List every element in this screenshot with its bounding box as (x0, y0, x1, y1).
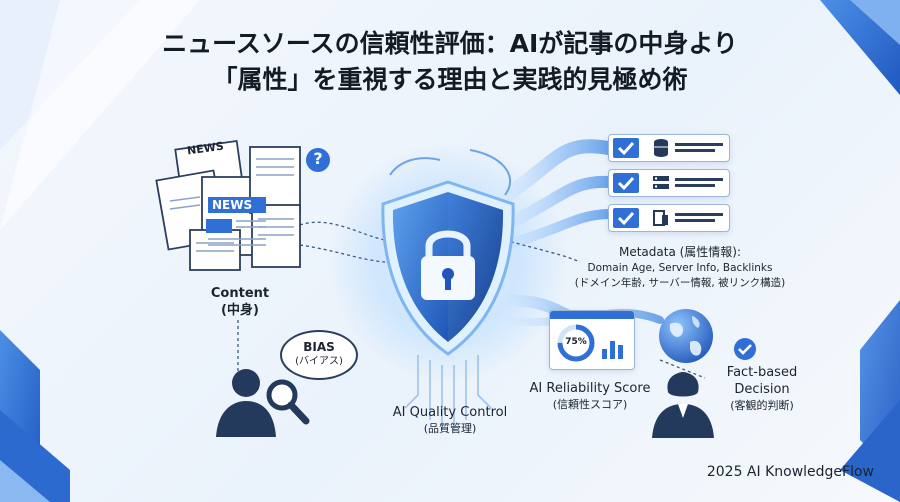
person-icon (216, 369, 310, 437)
metadata-row-2 (608, 169, 730, 197)
quality-label: AI Quality Control (品質管理) (370, 404, 530, 436)
content-label: Content (中身) (200, 285, 280, 319)
bias-bubble: BIAS (バイアス) (280, 330, 358, 380)
globe-icon (659, 309, 713, 363)
checkbox-icon (613, 138, 639, 158)
newspaper-icon (155, 140, 301, 271)
dashboard-icon (557, 324, 623, 362)
decision-label: Fact-based Decision (客観的判断) (712, 364, 812, 413)
magnifier-icon (266, 379, 310, 425)
checkbox-icon (613, 173, 639, 193)
content-title: Content (210, 286, 270, 301)
metadata-row-3 (608, 204, 730, 232)
metadata-title: Metadata (属性情報): (618, 245, 742, 259)
score-subtitle: (信頼性スコア) (552, 398, 628, 411)
content-subtitle: (中身) (221, 303, 259, 318)
database-icon (654, 139, 668, 157)
question-icon (306, 148, 330, 172)
quality-subtitle: (品質管理) (423, 422, 477, 435)
checkbox-icon (613, 208, 639, 228)
check-icon (734, 338, 756, 360)
question-mark: ? (313, 149, 323, 168)
metadata-details-jp: (ドメイン年齢, サーバー情報, 被リンク構造) (574, 277, 786, 289)
shield-lock-icon (381, 180, 515, 356)
title-line-2: 「属性」を重視する理由と実践的見極め術 (212, 65, 688, 94)
bias-sublabel: (バイアス) (295, 356, 343, 367)
news-badge-front: NEWS (212, 198, 253, 212)
metadata-details: Domain Age, Server Info, Backlinks (587, 262, 773, 274)
title-line-1: ニュースソースの信頼性評価：AIが記事の中身より (162, 29, 738, 58)
reliability-dashboard: 75% (549, 310, 635, 370)
reliability-score-value: 75% (565, 337, 587, 347)
businesswoman-icon (652, 372, 714, 438)
bias-label: BIAS (303, 340, 335, 354)
credit-text: 2025 AI KnowledgeFlow (706, 464, 874, 480)
score-label: AI Reliability Score (信頼性スコア) (520, 380, 660, 412)
decision-subtitle: (客観的判断) (730, 399, 794, 412)
metadata-row-1 (608, 134, 730, 162)
score-title: AI Reliability Score (529, 381, 651, 396)
list-icon (653, 176, 669, 189)
server-icon (653, 210, 668, 226)
decision-title-2: Decision (734, 382, 790, 397)
quality-title: AI Quality Control (392, 405, 508, 420)
metadata-label: Metadata (属性情報): Domain Age, Server Info… (560, 244, 800, 291)
page-title: ニュースソースの信頼性評価：AIが記事の中身より 「属性」を重視する理由と実践的… (0, 26, 900, 98)
decision-title: Fact-based (726, 365, 798, 380)
